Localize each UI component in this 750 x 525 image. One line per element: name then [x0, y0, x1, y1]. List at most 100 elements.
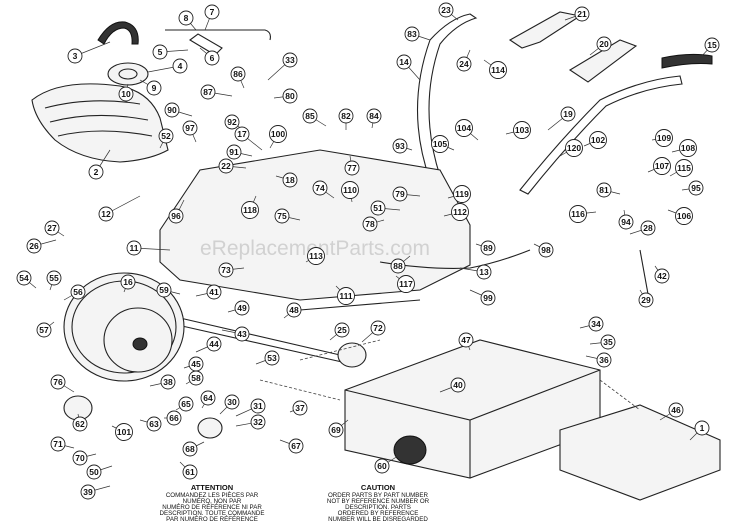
callout-label: 13	[479, 267, 489, 277]
callout-label: 95	[691, 183, 701, 193]
callout-110: 110	[341, 181, 359, 199]
callout-label: 51	[373, 203, 383, 213]
callout-label: 14	[399, 57, 409, 67]
callout-circle	[455, 119, 473, 137]
callout-label: 69	[331, 425, 341, 435]
callout-circle	[126, 240, 142, 256]
callout-label: 41	[209, 287, 219, 297]
callout-51: 51	[370, 200, 386, 216]
notice-attention-title: ATTENTION	[191, 483, 233, 492]
callout-circle	[654, 268, 670, 284]
callout-label: 100	[271, 129, 285, 139]
callout-91: 91	[226, 144, 242, 160]
callout-33: 33	[282, 52, 298, 68]
callout-27: 27	[44, 220, 60, 236]
callout-103: 103	[513, 121, 531, 139]
callout-label: 23	[441, 5, 451, 15]
callout-circle	[160, 374, 176, 390]
callout-label: 47	[461, 335, 471, 345]
callout-24: 24	[456, 56, 472, 72]
notice-attention-line: COMMANDEZ LES PIÈCES PAR	[166, 492, 259, 499]
callout-44: 44	[206, 336, 222, 352]
callout-58: 58	[188, 370, 204, 386]
callout-label: 12	[101, 209, 111, 219]
callout-102: 102	[589, 131, 607, 149]
callout-circle	[182, 441, 198, 457]
callout-label: 99	[483, 293, 493, 303]
callout-label: 103	[515, 125, 529, 135]
callout-9: 9	[146, 80, 162, 96]
callout-11: 11	[126, 240, 142, 256]
callout-circle	[50, 374, 66, 390]
callout-85: 85	[302, 108, 318, 124]
callout-52: 52	[158, 128, 174, 144]
callout-circle	[338, 108, 354, 124]
callout-94: 94	[618, 214, 634, 230]
callout-label: 30	[227, 397, 237, 407]
callout-92: 92	[224, 114, 240, 130]
idler-pulley-shape-2	[197, 417, 223, 439]
notice-caution-line: NUMBER WILL BE DISREGARDED	[328, 516, 428, 523]
callout-circle	[46, 270, 62, 286]
callout-111: 111	[337, 287, 355, 305]
callout-label: 8	[184, 13, 189, 23]
callout-label: 109	[657, 133, 671, 143]
callout-circle	[404, 26, 420, 42]
callout-79: 79	[392, 186, 408, 202]
callout-circle	[67, 48, 83, 64]
callout-61: 61	[182, 464, 198, 480]
callout-label: 17	[237, 129, 247, 139]
callout-34: 34	[588, 316, 604, 332]
callout-circle	[152, 44, 168, 60]
handle-left-shape	[417, 13, 478, 181]
callout-17: 17	[234, 126, 250, 142]
callout-82: 82	[338, 108, 354, 124]
callout-label: 102	[591, 135, 605, 145]
callout-circle	[16, 270, 32, 286]
callout-88: 88	[390, 258, 406, 274]
callout-50: 50	[86, 464, 102, 480]
callout-label: 56	[73, 287, 83, 297]
callout-circle	[675, 207, 693, 225]
callout-circle	[218, 158, 234, 174]
callout-8: 8	[178, 10, 194, 26]
callout-3: 3	[67, 48, 83, 64]
callout-label: 54	[19, 273, 29, 283]
callout-40: 40	[450, 377, 466, 393]
callout-label: 38	[163, 377, 173, 387]
drive-belt-shape	[97, 21, 139, 45]
bracket-shape	[189, 33, 223, 56]
callout-circle	[328, 422, 344, 438]
callout-label: 7	[210, 7, 215, 17]
callout-49: 49	[234, 300, 250, 316]
callout-circle	[70, 284, 86, 300]
callout-label: 55	[49, 273, 59, 283]
axle-shape	[179, 317, 341, 356]
callout-label: 62	[75, 419, 85, 429]
callout-84: 84	[366, 108, 382, 124]
callout-63: 63	[146, 416, 162, 432]
pulley-hub-shape	[118, 68, 138, 80]
callout-label: 68	[185, 444, 195, 454]
callout-circle	[206, 336, 222, 352]
callout-label: 46	[671, 405, 681, 415]
callout-106: 106	[675, 207, 693, 225]
callout-circle	[200, 390, 216, 406]
callout-circle	[156, 282, 172, 298]
callout-39: 39	[80, 484, 96, 500]
callout-label: 66	[169, 413, 179, 423]
callout-108: 108	[679, 139, 697, 157]
callout-55: 55	[46, 270, 62, 286]
callout-label: 97	[185, 123, 195, 133]
callout-circle	[480, 290, 496, 306]
rod-shape	[165, 29, 271, 41]
callout-label: 77	[347, 163, 357, 173]
callout-label: 86	[233, 69, 243, 79]
callout-113: 113	[307, 247, 325, 265]
callout-2: 2	[88, 164, 104, 180]
callout-56: 56	[70, 284, 86, 300]
callout-99: 99	[480, 290, 496, 306]
callout-label: 50	[89, 467, 99, 477]
housing-edge-shape	[344, 369, 601, 478]
callout-label: 20	[599, 39, 609, 49]
